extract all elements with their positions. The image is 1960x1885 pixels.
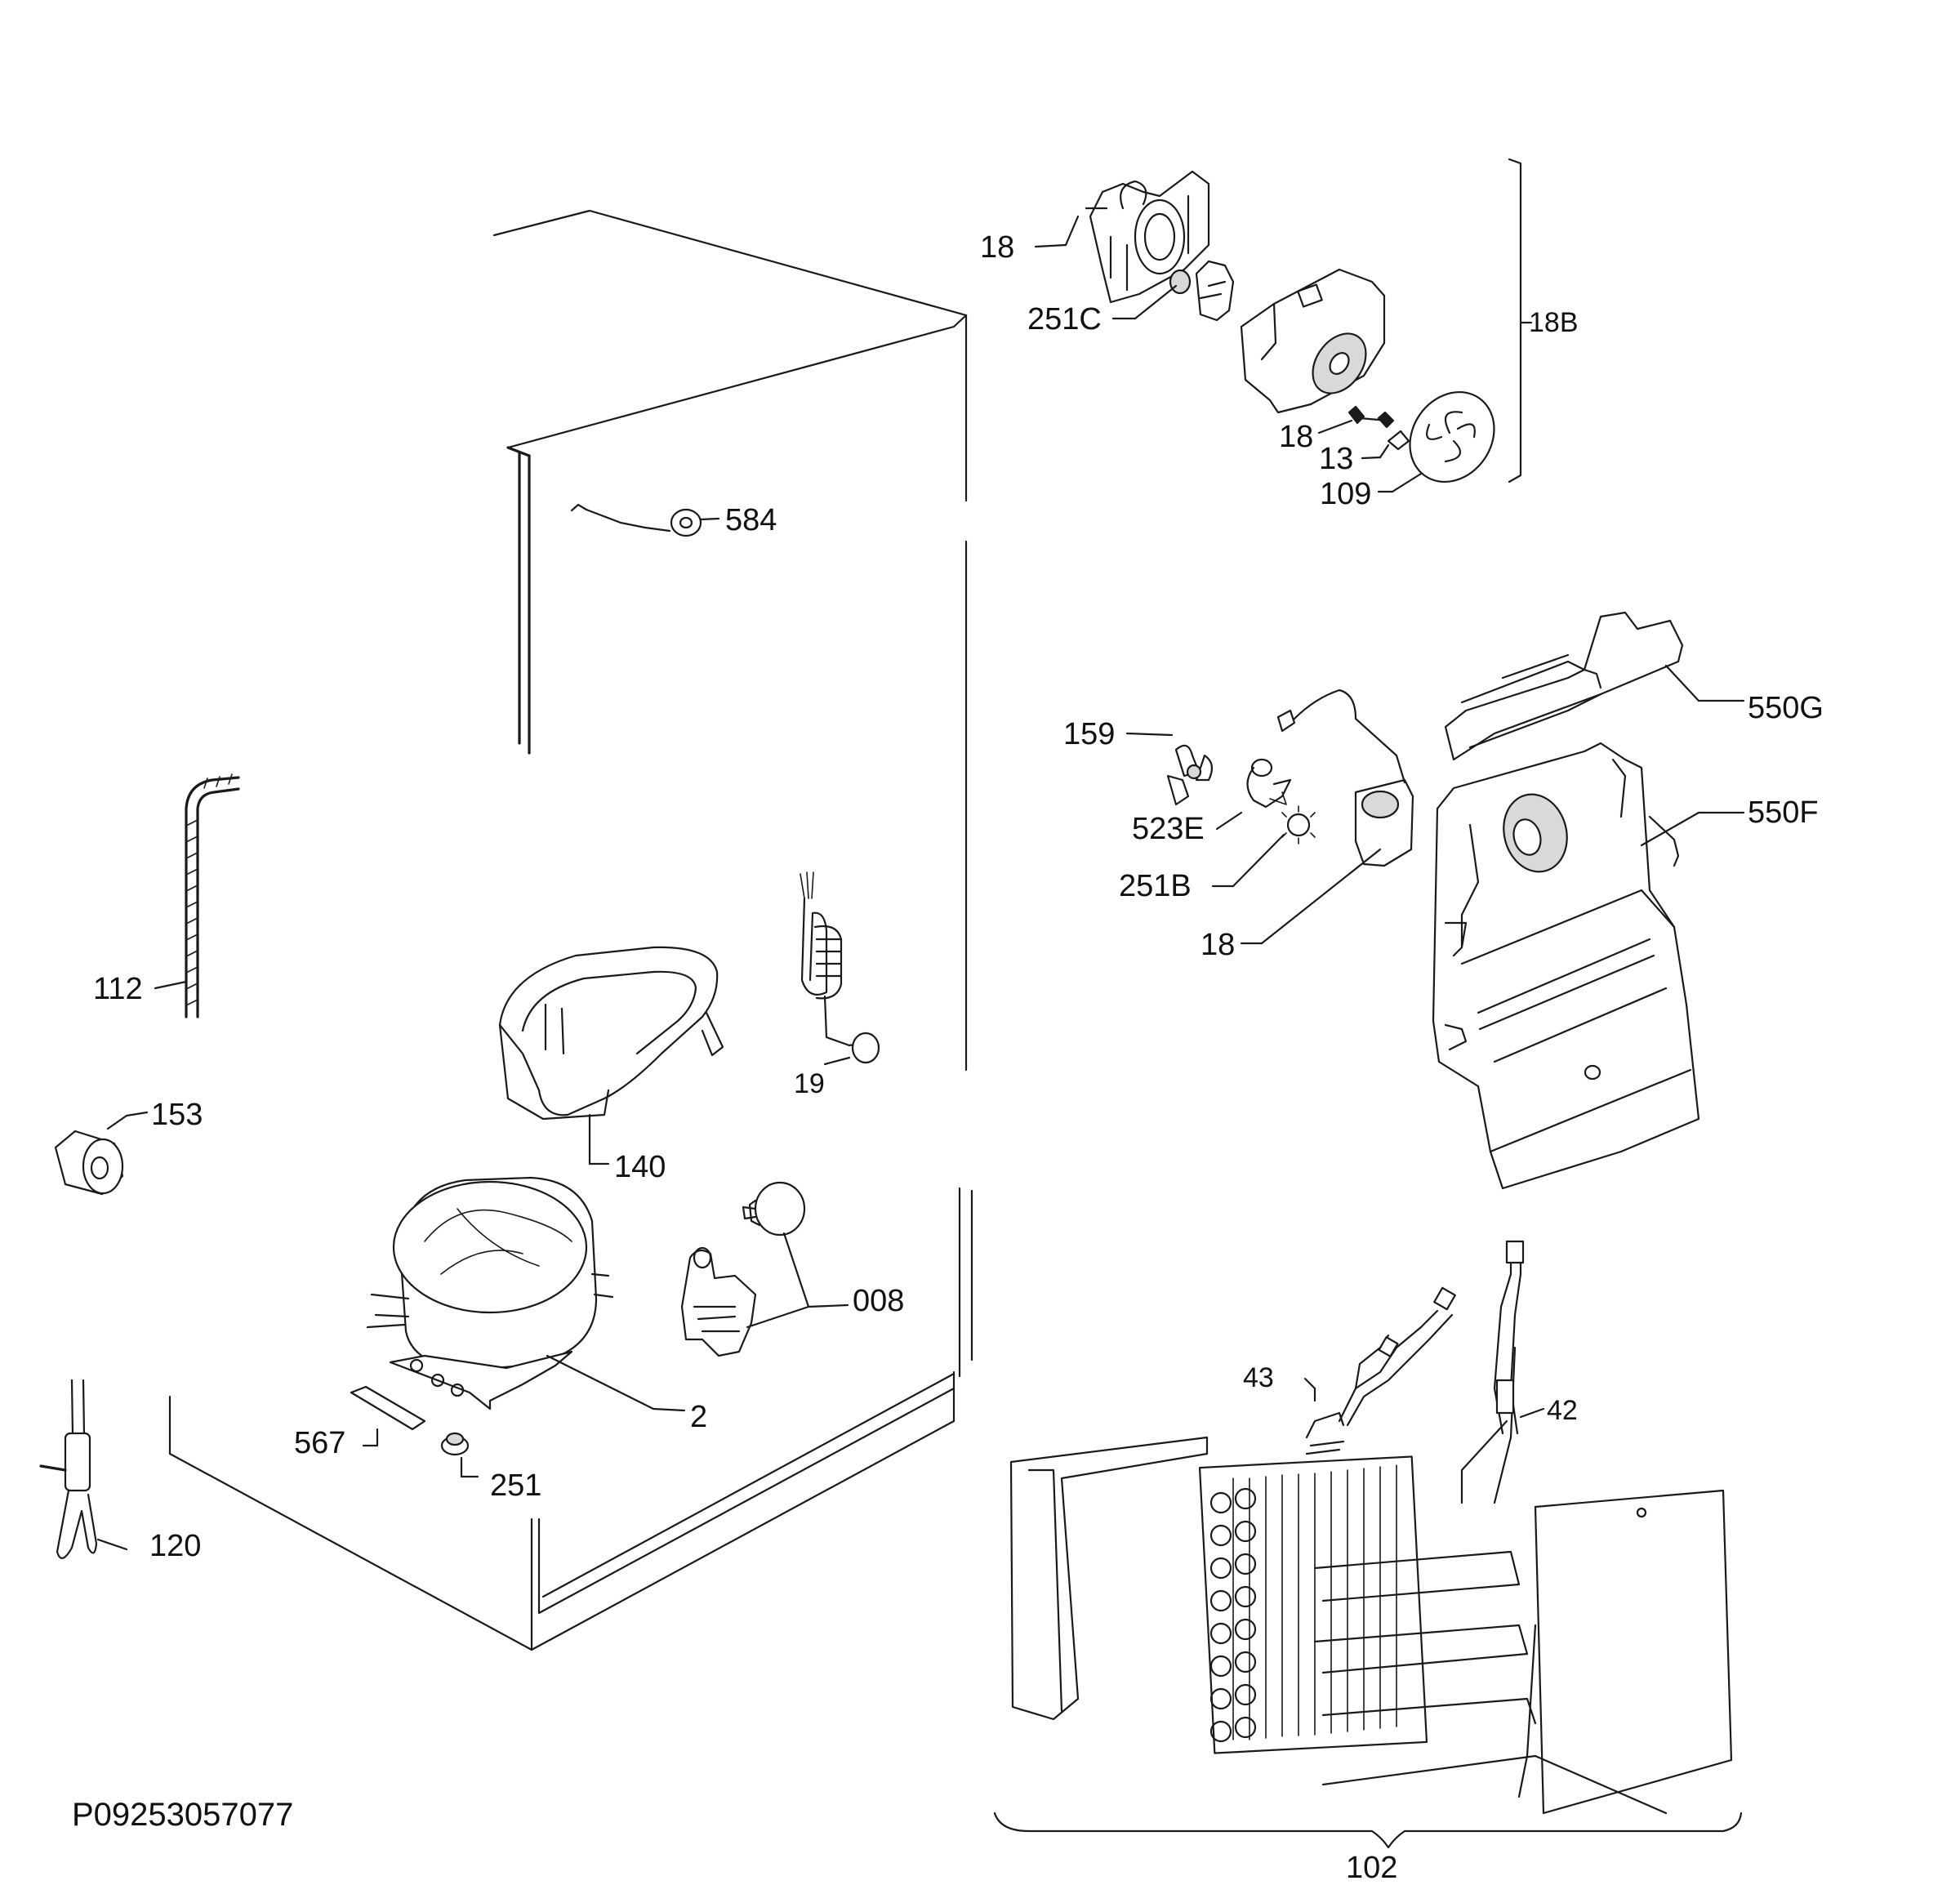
callout-550f: 550F xyxy=(1748,795,1819,830)
callout-550g: 550G xyxy=(1748,691,1824,725)
air-duct-part xyxy=(1432,611,1745,1190)
callout-102: 102 xyxy=(1346,1851,1398,1885)
rubber-foot-part xyxy=(440,1432,479,1478)
callout-251: 251 xyxy=(490,1468,542,1503)
mounting-plate-part xyxy=(350,1385,426,1447)
callout-109: 109 xyxy=(1320,477,1372,511)
callout-112: 112 xyxy=(93,972,143,1006)
evaporator-part xyxy=(993,1240,1743,1849)
drain-hose-part xyxy=(154,773,240,1018)
drip-tray-part xyxy=(498,946,724,1165)
callout-153: 153 xyxy=(151,1098,203,1132)
refrigerator-cabinet xyxy=(168,209,973,1651)
callout-120: 120 xyxy=(149,1529,202,1563)
callout-fan-motor-18-mid: 18 xyxy=(1200,928,1236,962)
callout-584: 584 xyxy=(725,503,777,537)
callout-19: 19 xyxy=(794,1068,825,1099)
callout-251c: 251C xyxy=(1027,302,1102,336)
door-switch-part xyxy=(570,503,720,537)
callout-140: 140 xyxy=(614,1150,666,1184)
fan-motor-middle-part xyxy=(1125,688,1414,945)
document-code: P09253057077 xyxy=(72,1797,294,1833)
callout-43: 43 xyxy=(1243,1362,1274,1393)
callout-008: 008 xyxy=(853,1284,905,1318)
capillary-part xyxy=(39,1379,128,1559)
fan-assembly-top-part xyxy=(1034,158,1533,493)
callout-fan-motor-18-top: 18 xyxy=(980,230,1015,265)
relay-starter-part xyxy=(680,1181,849,1357)
callout-18b: 18B xyxy=(1529,307,1579,338)
grommet-part xyxy=(54,1111,149,1196)
defrost-heater-part xyxy=(800,871,880,1066)
callout-159: 159 xyxy=(1063,717,1116,751)
callout-connector-18: 18 xyxy=(1279,420,1314,454)
callout-567: 567 xyxy=(294,1426,346,1460)
callout-13: 13 xyxy=(1319,442,1354,476)
compressor-part xyxy=(366,1176,686,1412)
callout-523e: 523E xyxy=(1132,812,1205,846)
evaporator-tube-ends xyxy=(1209,1487,1257,1743)
callout-42: 42 xyxy=(1547,1395,1578,1426)
callout-2: 2 xyxy=(690,1400,708,1434)
callout-251b: 251B xyxy=(1119,869,1192,903)
